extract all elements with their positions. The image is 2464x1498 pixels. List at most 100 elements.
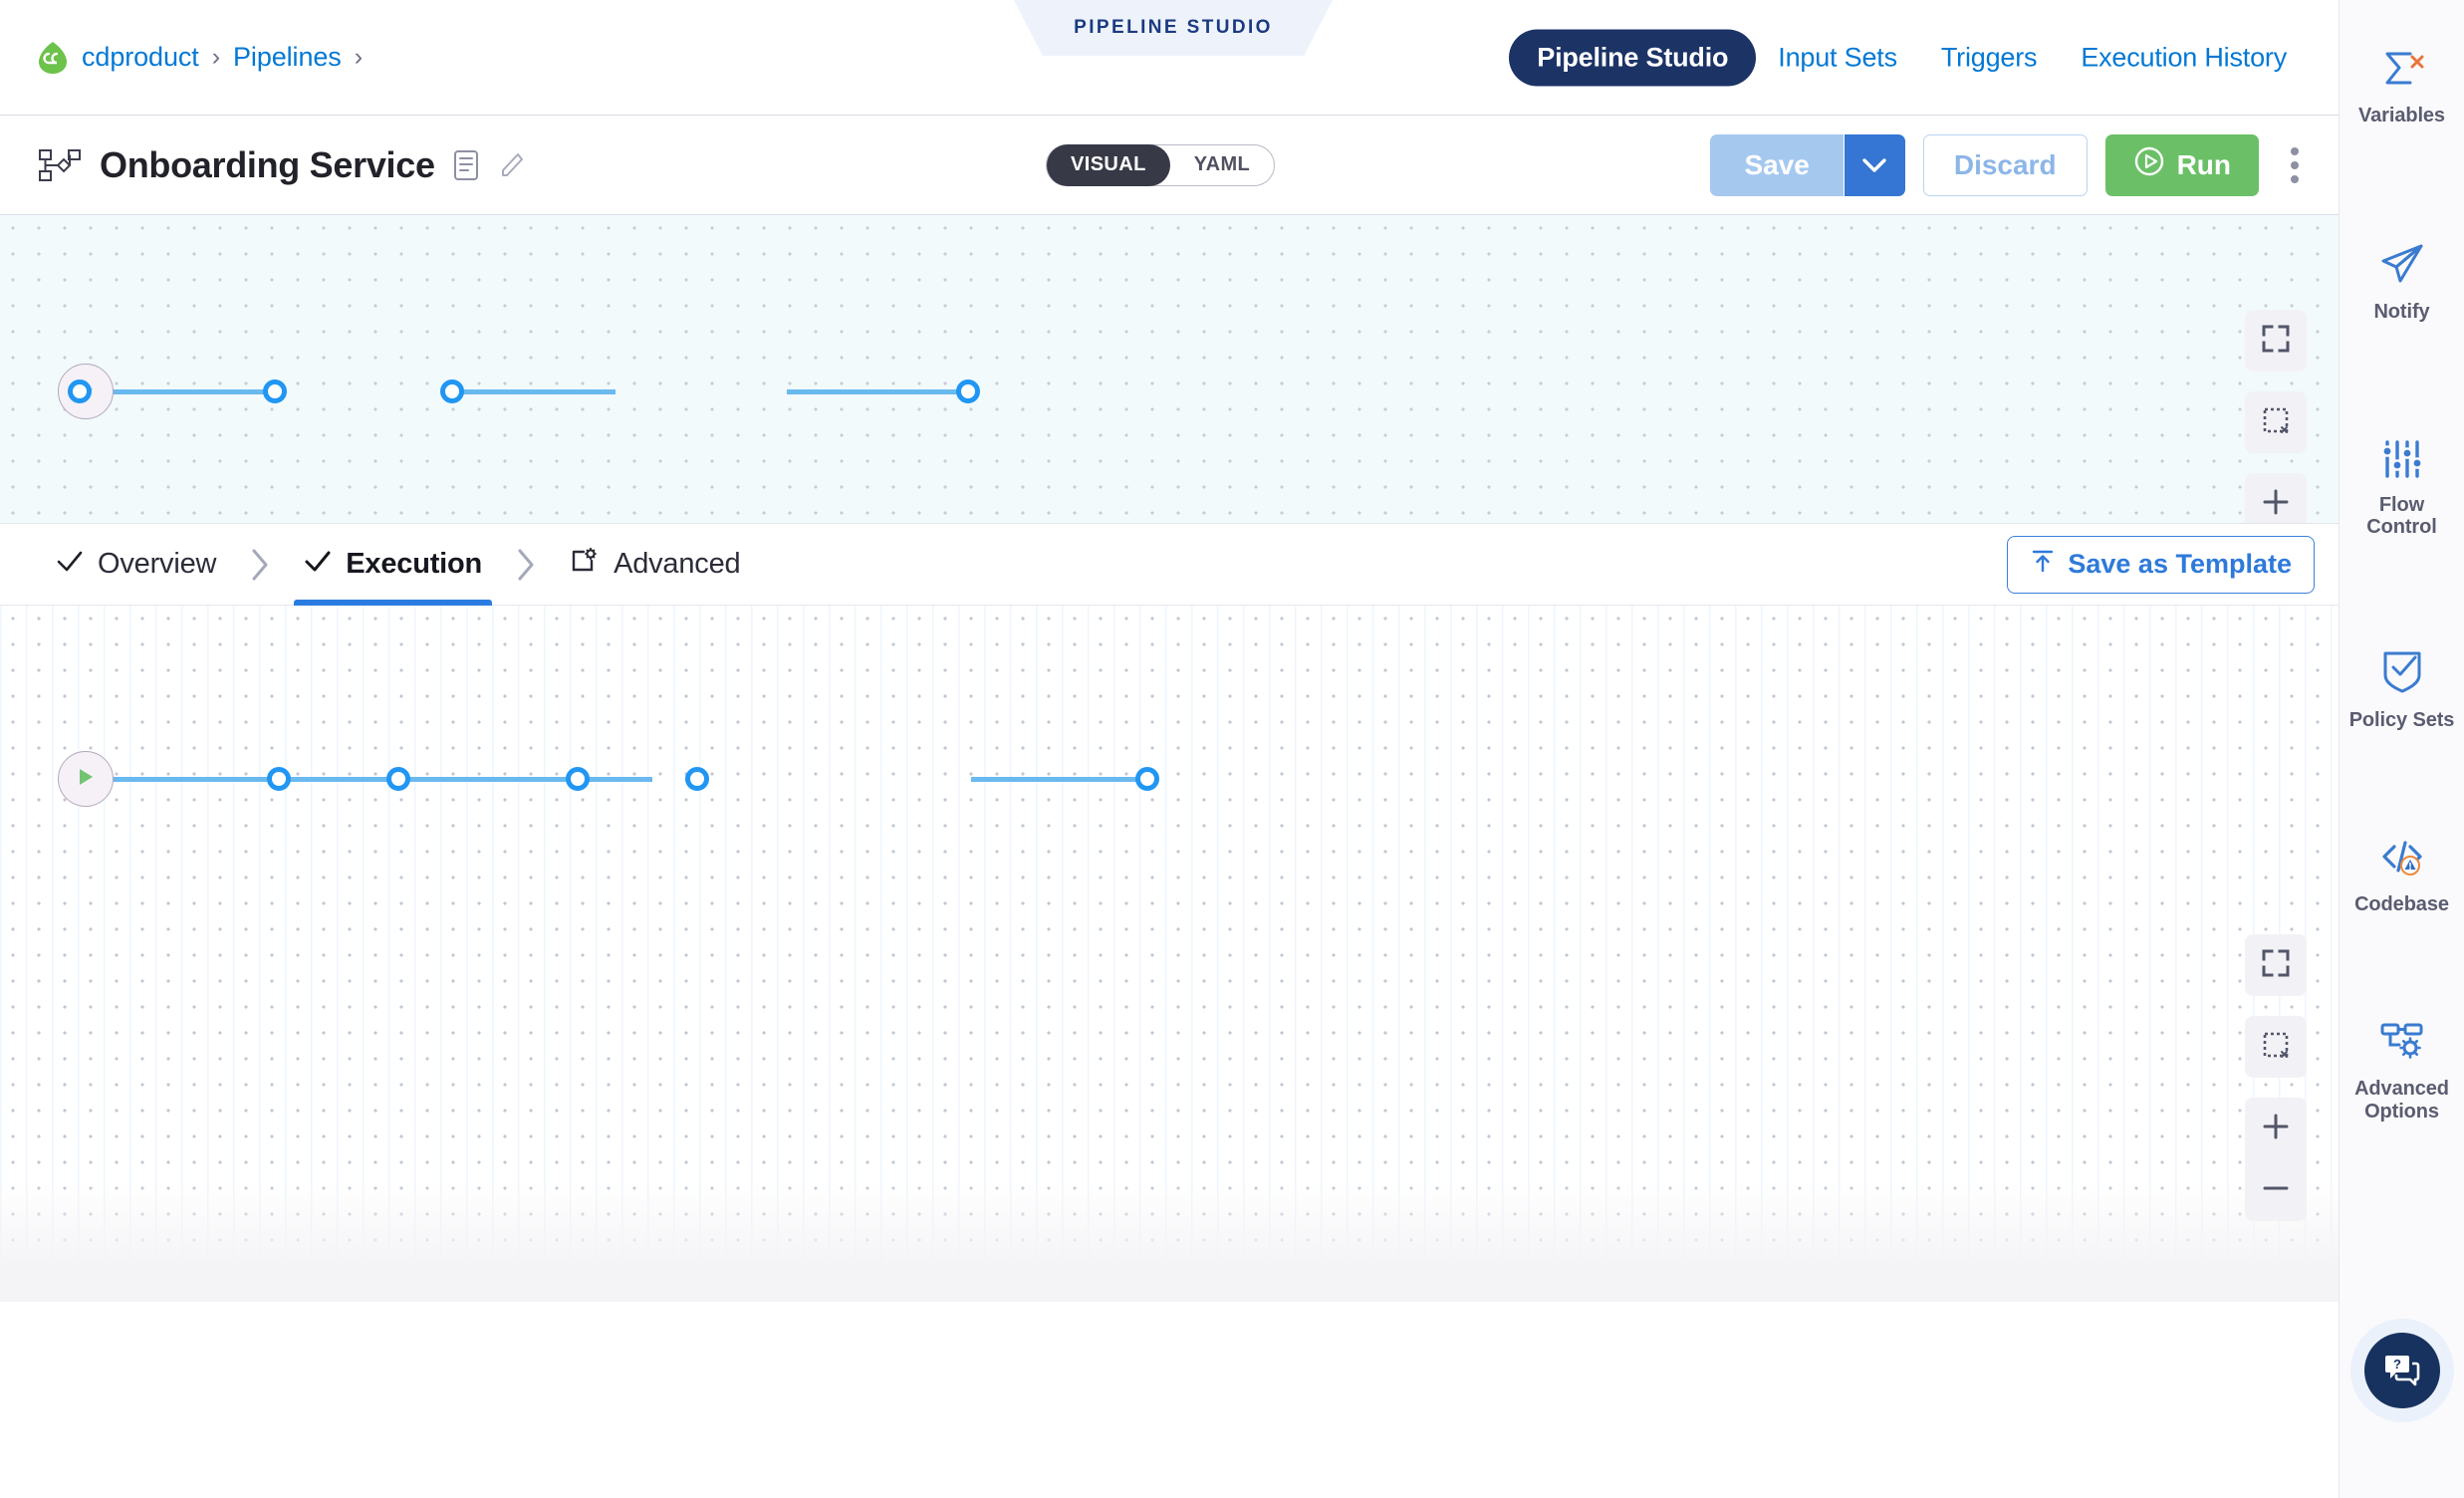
tab-overview[interactable]: Overview — [40, 524, 232, 606]
chevron-right-icon — [250, 548, 270, 582]
stage-canvas-controls — [2245, 310, 2307, 523]
pipeline-studio-tab-label: PIPELINE STUDIO — [1074, 17, 1273, 38]
execution-stop-port[interactable] — [1135, 767, 1159, 791]
tab-execution[interactable]: Execution — [288, 524, 498, 606]
sidebar-item-advanced-options[interactable]: Advanced Options — [2340, 999, 2464, 1144]
discard-button[interactable]: Discard — [1922, 133, 2088, 196]
play-triangle-icon — [76, 766, 96, 793]
save-as-template-label: Save as Template — [2068, 549, 2292, 579]
breadcrumb-separator: › — [354, 43, 364, 71]
play-circle-icon — [2133, 145, 2165, 184]
breadcrumb-link-cdproduct[interactable]: cdproduct — [82, 42, 199, 72]
connector — [971, 777, 1155, 782]
pipeline-studio-tab-banner: PIPELINE STUDIO — [1014, 0, 1333, 56]
nav-item-execution-history[interactable]: Execution History — [2081, 42, 2287, 72]
execution-zoom-out-button[interactable] — [2245, 1159, 2307, 1221]
save-button-group: Save — [1710, 133, 1905, 196]
tab-advanced-label: Advanced — [614, 548, 741, 580]
stage-fit-to-screen-button[interactable] — [2245, 310, 2307, 372]
nav-item-pipeline-studio[interactable]: Pipeline Studio — [1509, 29, 1757, 86]
breadcrumb-bar: cdproduct › Pipelines › PIPELINE STUDIO … — [0, 0, 2339, 116]
breadcrumb-separator: › — [211, 43, 221, 71]
shield-check-icon — [2381, 648, 2423, 699]
plus-icon — [2260, 1111, 2292, 1147]
upload-arrow-icon — [2030, 548, 2056, 581]
start-port[interactable] — [68, 379, 92, 403]
sidebar-item-variables[interactable]: Variables — [2340, 26, 2464, 148]
toggle-option-yaml[interactable]: YAML — [1193, 153, 1251, 175]
connector — [257, 777, 466, 782]
stop-port[interactable] — [956, 379, 980, 403]
sigma-variables-icon — [2379, 48, 2425, 95]
check-icon — [56, 550, 84, 579]
stage-zoom-in-button[interactable] — [2245, 473, 2307, 523]
execution-zoom-in-button[interactable] — [2245, 1098, 2307, 1159]
connector — [787, 389, 966, 394]
sliders-icon — [2380, 439, 2424, 484]
save-as-template-button[interactable]: Save as Template — [2007, 535, 2315, 594]
plus-icon — [2260, 486, 2292, 523]
tab-overview-label: Overview — [98, 548, 217, 580]
svg-text:?: ? — [2393, 1357, 2401, 1372]
main-column: cdproduct › Pipelines › PIPELINE STUDIO … — [0, 0, 2339, 1302]
sidebar-item-notify-label: Notify — [2373, 301, 2430, 324]
harness-leaf-logo-icon — [38, 41, 68, 75]
pipeline-nodes-icon — [38, 146, 82, 184]
breadcrumb: cdproduct › Pipelines › — [38, 41, 375, 75]
chevron-right-icon — [516, 548, 536, 582]
tab-advanced[interactable]: Advanced — [554, 524, 756, 606]
nodes-gear-icon — [2378, 1021, 2426, 1068]
toggle-option-visual[interactable]: VISUAL — [1047, 143, 1170, 186]
page-title: Onboarding Service — [100, 143, 435, 185]
run-button[interactable]: Run — [2104, 133, 2259, 196]
nav-item-input-sets[interactable]: Input Sets — [1778, 42, 1897, 72]
tab-execution-label: Execution — [346, 548, 483, 580]
save-button[interactable]: Save — [1710, 133, 1844, 196]
step-port[interactable] — [267, 767, 291, 791]
kebab-menu-icon[interactable] — [2277, 134, 2313, 196]
check-icon — [304, 550, 332, 579]
step-port[interactable] — [685, 767, 709, 791]
stage-tab-strip: Overview Execution — [0, 524, 2339, 606]
stage-selection-box-button[interactable] — [2245, 391, 2307, 453]
description-icon[interactable] — [453, 149, 479, 181]
sidebar-item-notify[interactable]: Notify — [2340, 220, 2464, 345]
sidebar-item-codebase[interactable]: Codebase — [2340, 815, 2464, 937]
execution-fit-to-screen-button[interactable] — [2245, 934, 2307, 996]
code-warning-icon — [2379, 837, 2425, 883]
connector — [446, 389, 616, 394]
expand-icon — [2261, 948, 2291, 983]
sidebar-item-advanced-options-label: Advanced Options — [2354, 1078, 2449, 1123]
sidebar-item-policy-sets[interactable]: Policy Sets — [2340, 626, 2464, 753]
stage-input-port[interactable] — [263, 379, 287, 403]
sidebar-item-policy-sets-label: Policy Sets — [2348, 708, 2455, 731]
visual-yaml-toggle[interactable]: VISUAL YAML — [1046, 143, 1276, 186]
stage-canvas[interactable]: </> Create and Update Service Add Stage — [0, 215, 2339, 524]
execution-zoom-controls — [2245, 1098, 2307, 1221]
execution-canvas-controls — [2245, 934, 2307, 1221]
sidebar-item-variables-label: Variables — [2358, 105, 2445, 126]
pencil-edit-icon[interactable] — [497, 149, 527, 181]
execution-start-node — [58, 751, 114, 807]
advanced-gear-document-icon — [570, 547, 600, 582]
connector — [74, 777, 285, 782]
nav-item-triggers[interactable]: Triggers — [1940, 42, 2038, 72]
breadcrumb-link-pipelines[interactable]: Pipelines — [233, 42, 342, 72]
execution-selection-box-button[interactable] — [2245, 1016, 2307, 1078]
save-dropdown-chevron-down-icon[interactable] — [1843, 133, 1905, 196]
expand-icon — [2261, 324, 2291, 359]
connector — [438, 777, 652, 782]
help-chat-icon[interactable]: ? — [2363, 1333, 2440, 1408]
paper-plane-icon — [2379, 242, 2425, 291]
step-port[interactable] — [566, 767, 590, 791]
sidebar-item-flow-control-label: Flow Control — [2366, 493, 2437, 539]
execution-canvas[interactable]: </> Service Create and Update... </> — [0, 606, 2339, 1302]
stage-output-port[interactable] — [440, 379, 464, 403]
step-port[interactable] — [386, 767, 410, 791]
right-sidebar: Variables Notify Flow Con — [2339, 0, 2464, 1498]
minus-icon — [2260, 1172, 2292, 1209]
dashed-square-icon — [2261, 1030, 2291, 1065]
sidebar-item-flow-control[interactable]: Flow Control — [2340, 417, 2464, 561]
page-scrollbar[interactable] — [2446, 1418, 2460, 1488]
